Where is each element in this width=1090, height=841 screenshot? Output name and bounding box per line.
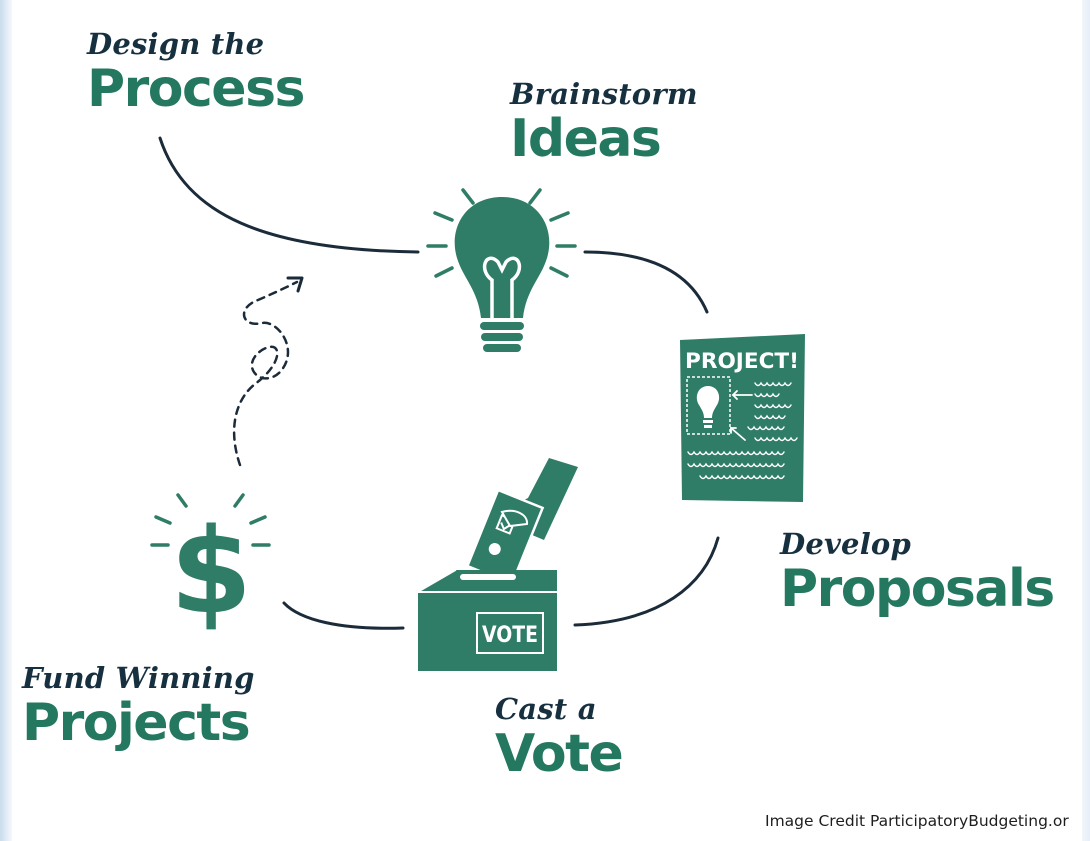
connector-vote-to-fund bbox=[282, 601, 405, 630]
step-design-process: Design the Process bbox=[87, 27, 305, 119]
dollar-sign-icon: $ bbox=[150, 493, 271, 640]
dashed-return-arrow bbox=[232, 280, 299, 467]
lightbulb-icon bbox=[426, 188, 577, 352]
connector-ideas-to-proposals bbox=[583, 250, 709, 314]
step-cast-vote-prefix: Cast a bbox=[495, 692, 597, 726]
image-credit: Image Credit ParticipatoryBudgeting.or bbox=[765, 812, 1069, 830]
dashed-arrow-head bbox=[286, 276, 304, 293]
step-brainstorm-ideas-prefix: Brainstorm bbox=[510, 77, 698, 111]
document-heading: PROJECT! bbox=[685, 349, 799, 373]
step-brainstorm-ideas: Brainstorm Ideas bbox=[510, 77, 698, 169]
step-fund-projects-prefix: Fund Winning bbox=[22, 661, 255, 695]
step-develop-proposals-prefix: Develop bbox=[780, 527, 911, 561]
step-fund-projects: Fund Winning Projects bbox=[22, 661, 255, 753]
step-develop-proposals: Develop Proposals bbox=[780, 527, 1055, 619]
connector-proposals-to-vote bbox=[573, 536, 720, 627]
step-develop-proposals-title: Proposals bbox=[780, 559, 1055, 619]
step-design-process-prefix: Design the bbox=[87, 27, 265, 61]
project-document-icon: PROJECT! bbox=[680, 334, 805, 502]
ballot-box-label: VOTE bbox=[482, 623, 538, 648]
slide-background bbox=[12, 0, 1082, 841]
step-cast-vote-title: Vote bbox=[495, 724, 624, 784]
ballot-box-icon: VOTE bbox=[417, 458, 578, 671]
step-design-process-title: Process bbox=[87, 59, 305, 119]
step-brainstorm-ideas-title: Ideas bbox=[510, 109, 662, 169]
svg-text:$: $ bbox=[170, 502, 252, 640]
connector-process-to-ideas bbox=[158, 136, 420, 254]
step-fund-projects-title: Projects bbox=[22, 693, 251, 753]
step-cast-vote: Cast a Vote bbox=[495, 692, 624, 784]
